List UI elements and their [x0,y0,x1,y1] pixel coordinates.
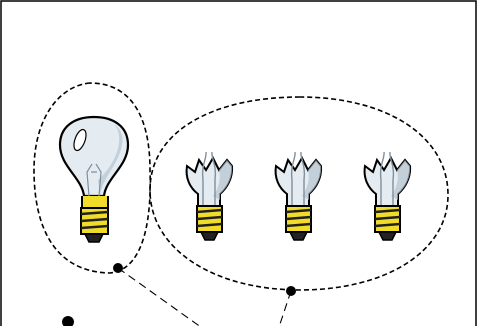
intact-bulb-group-outline [33,82,152,274]
lower-connector-dot [62,316,74,326]
intact-light-bulb-icon [58,115,130,243]
broken-light-bulb-icon [363,151,412,241]
broken-bulb-group-outline [149,96,449,291]
broken-light-bulb-icon [274,151,323,241]
broken-light-bulb-icon [185,151,234,241]
intact-group-leader-line [117,267,201,326]
broken-group-leader-line [278,290,292,326]
